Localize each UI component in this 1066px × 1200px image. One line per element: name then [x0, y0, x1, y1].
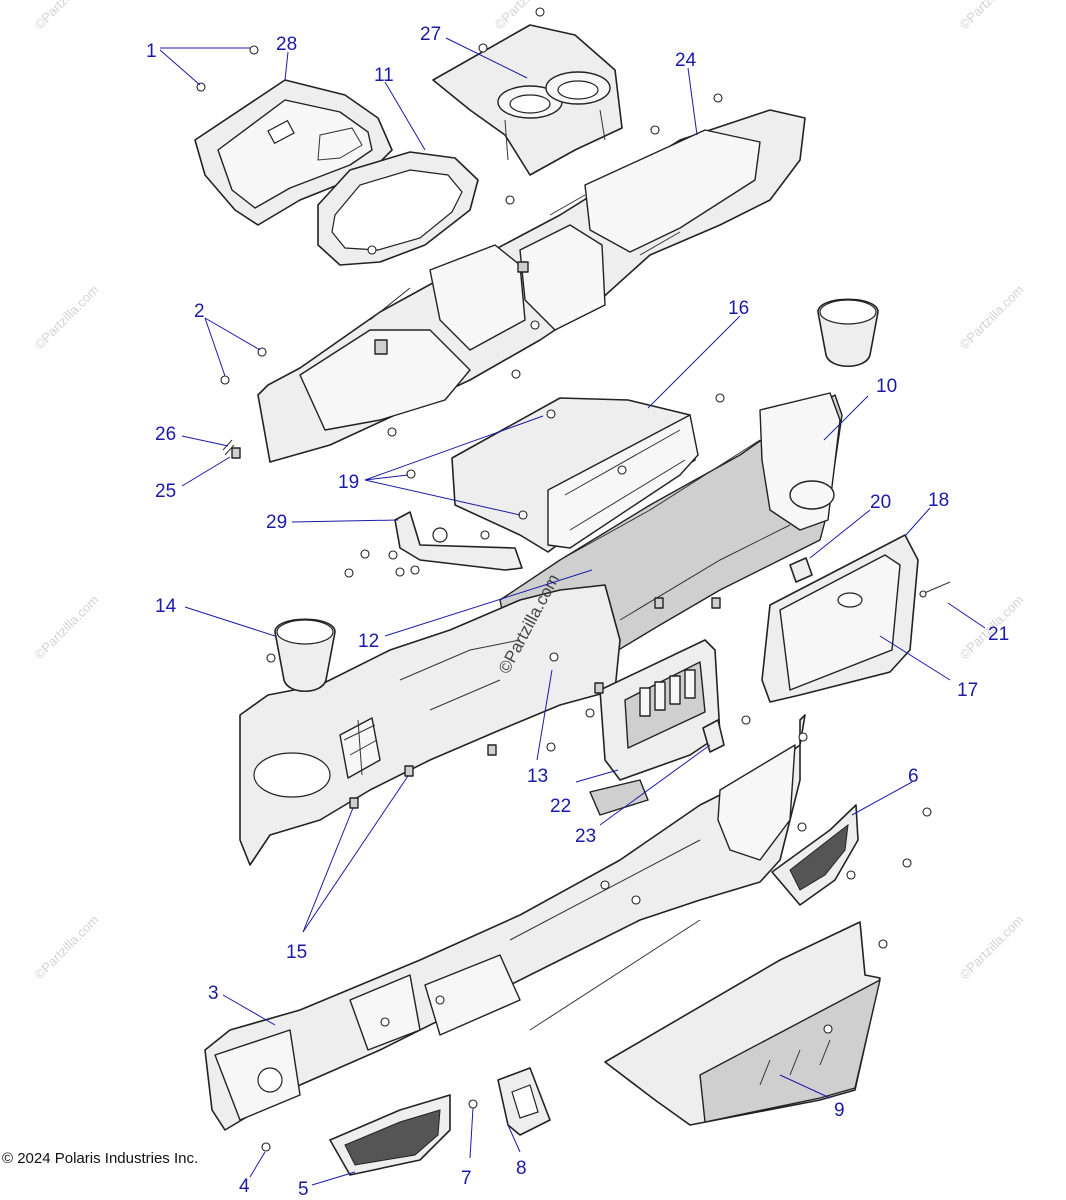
part-27-cupholder-console: [432, 24, 623, 176]
leader-lines: [159, 37, 986, 1186]
callout-27: 27: [420, 24, 441, 45]
callout-7: 7: [461, 1168, 472, 1189]
callout-14: 14: [155, 596, 177, 617]
callout-19: 19: [338, 472, 359, 493]
cup-insert-right: [817, 298, 879, 367]
copyright-notice: © 2024 Polaris Industries Inc.: [2, 1150, 199, 1167]
callout-17: 17: [957, 680, 978, 701]
part-23-clip: [702, 719, 725, 753]
part-5-vent-grille: [329, 1094, 451, 1176]
callout-15: 15: [286, 942, 307, 963]
callout-26: 26: [155, 424, 176, 445]
watermark: ©Partzilla.com: [32, 912, 102, 982]
callout-1: 1: [146, 41, 157, 62]
callout-13: 13: [527, 766, 548, 787]
part-12-lower-dash: [239, 584, 621, 866]
callout-23: 23: [575, 826, 596, 847]
part-6-vent-grille: [771, 804, 859, 906]
callout-29: 29: [266, 512, 287, 533]
callout-4: 4: [239, 1176, 250, 1197]
watermark: ©Partzilla.com: [957, 0, 1027, 32]
callout-6: 6: [908, 766, 919, 787]
part-14-cup-insert: [274, 618, 336, 692]
callout-12: 12: [358, 631, 379, 652]
watermark: ©Partzilla.com: [957, 912, 1027, 982]
callout-28: 28: [276, 34, 297, 55]
callout-2: 2: [194, 301, 205, 322]
callout-18: 18: [928, 490, 949, 511]
callout-20: 20: [870, 492, 891, 513]
part-3-front-fascia: [204, 714, 806, 1131]
callout-16: 16: [728, 298, 749, 319]
callout-5: 5: [298, 1179, 309, 1200]
part-8-bracket: [497, 1067, 551, 1136]
callout-11: 11: [374, 65, 394, 86]
watermark: ©Partzilla.com: [32, 0, 102, 32]
part-17-glovebox-door: [761, 534, 919, 703]
callout-21: 21: [988, 624, 1009, 645]
callout-3: 3: [208, 983, 219, 1004]
callout-22: 22: [550, 796, 571, 817]
part-22-switch-panel: [589, 639, 721, 816]
part-28-gauge-panel: [194, 79, 393, 226]
callout-10: 10: [876, 376, 897, 397]
part-9-lower-panel: [604, 921, 881, 1126]
callout-9: 9: [834, 1100, 845, 1121]
callouts: 1 2 3 4 5 6 7 8 9 10 11 12 13 14 15 16 1…: [146, 24, 1009, 1200]
callout-25: 25: [155, 481, 176, 502]
part-24-upper-dash: [257, 109, 806, 463]
fasteners: [196, 7, 951, 1152]
part-29-bracket: [394, 511, 523, 571]
callout-8: 8: [516, 1158, 527, 1179]
part-11-gauge-bezel: [317, 151, 479, 266]
watermark: ©Partzilla.com: [32, 282, 102, 352]
watermark: ©Partzilla.com: [957, 282, 1027, 352]
callout-24: 24: [675, 50, 697, 71]
watermark: ©Partzilla.com: [32, 592, 102, 662]
